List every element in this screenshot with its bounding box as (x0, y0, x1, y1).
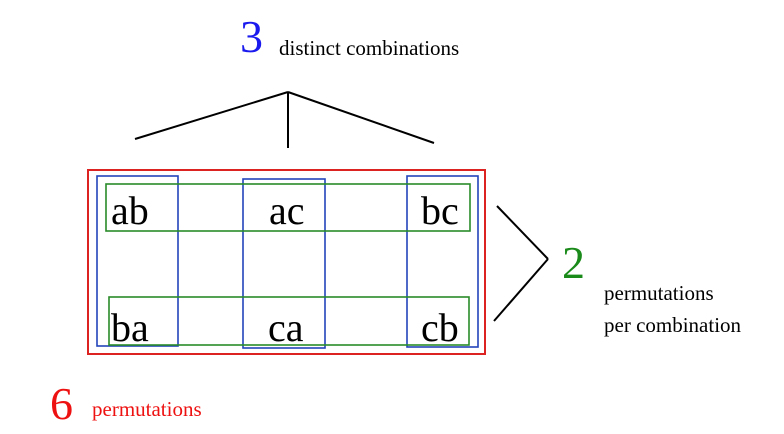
permutation-row-bottom (108, 296, 470, 346)
permutation-row-boxes (105, 183, 471, 346)
pair-bc: bc (421, 188, 459, 233)
top-number: 3 (240, 11, 263, 62)
combination-box-ac (242, 178, 326, 349)
combination-box-ab (96, 175, 179, 347)
pair-ba: ba (111, 305, 149, 350)
bracket-line-upper (496, 205, 549, 260)
combination-boxes (96, 175, 479, 349)
pair-ab: ab (111, 188, 149, 233)
branch-line-left (134, 91, 289, 140)
right-label-line1: permutations (604, 281, 714, 305)
right-bracket-lines (493, 205, 549, 322)
all-permutations-box (87, 169, 486, 355)
pair-cb: cb (421, 305, 459, 350)
top-label: distinct combinations (279, 36, 459, 60)
right-number: 2 (562, 237, 585, 288)
permutation-row-top (105, 183, 471, 232)
combination-box-bc (406, 175, 479, 348)
bottom-label: permutations (92, 397, 202, 421)
bottom-number: 6 (50, 378, 73, 429)
pair-ac: ac (269, 188, 305, 233)
top-branch-lines (134, 91, 435, 148)
branch-line-right (287, 91, 435, 144)
pair-ca: ca (268, 305, 304, 350)
bracket-line-lower (493, 258, 549, 322)
right-label-line2: per combination (604, 313, 742, 337)
